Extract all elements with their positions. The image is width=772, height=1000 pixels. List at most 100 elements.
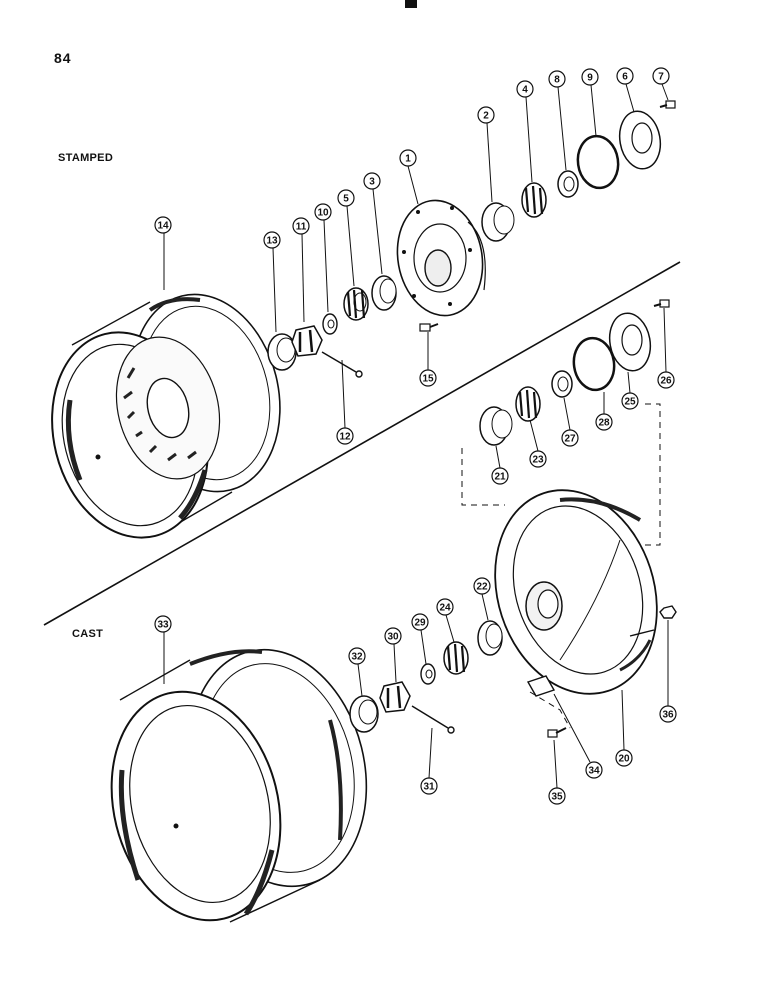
callout-2: 2 bbox=[477, 106, 495, 124]
stamped-bearing-cone-5 bbox=[343, 287, 369, 321]
callout-29: 29 bbox=[411, 613, 429, 631]
stamped-cotter-pin-12 bbox=[321, 351, 363, 378]
callout-circle bbox=[420, 777, 438, 795]
callout-24: 24 bbox=[436, 598, 454, 616]
callout-8: 8 bbox=[548, 70, 566, 88]
callout-number: 15 bbox=[422, 374, 434, 385]
cast-bolt-26 bbox=[653, 299, 670, 308]
callout-circle bbox=[529, 450, 547, 468]
callout-number: 4 bbox=[522, 85, 528, 96]
callout-21: 21 bbox=[491, 467, 509, 485]
callout-10: 10 bbox=[314, 203, 332, 221]
callout-circle bbox=[561, 429, 579, 447]
callout-number: 1 bbox=[405, 154, 411, 165]
callout-number: 13 bbox=[266, 236, 278, 247]
callout-3: 3 bbox=[363, 172, 381, 190]
callout-circle bbox=[548, 70, 566, 88]
cast-o-ring-28 bbox=[572, 336, 616, 392]
callout-circle bbox=[615, 749, 633, 767]
callout-circle bbox=[436, 598, 454, 616]
callout-number: 6 bbox=[622, 72, 628, 83]
callout-circle bbox=[154, 615, 172, 633]
callout-number: 3 bbox=[369, 177, 375, 188]
callout-circle bbox=[652, 67, 670, 85]
stamped-hub-1 bbox=[396, 199, 486, 317]
cast-rim bbox=[110, 648, 368, 923]
cast-seal-27 bbox=[551, 370, 573, 398]
callout-25: 25 bbox=[621, 392, 639, 410]
callout-number: 27 bbox=[564, 434, 576, 445]
callout-number: 26 bbox=[660, 376, 672, 387]
callout-circle bbox=[621, 392, 639, 410]
callout-number: 28 bbox=[598, 418, 610, 429]
callout-circle bbox=[616, 67, 634, 85]
callout-36: 36 bbox=[659, 705, 677, 723]
section-divider-line bbox=[43, 261, 681, 626]
callout-circle bbox=[411, 613, 429, 631]
callout-circle bbox=[336, 427, 354, 445]
callout-13: 13 bbox=[263, 231, 281, 249]
callout-number: 35 bbox=[551, 792, 563, 803]
callout-circle bbox=[419, 369, 437, 387]
callout-circle bbox=[384, 627, 402, 645]
callout-number: 5 bbox=[343, 194, 349, 205]
stamped-seal-8 bbox=[557, 170, 579, 198]
stamped-bolt-7 bbox=[659, 100, 676, 109]
callout-7: 7 bbox=[652, 67, 670, 85]
callout-circle bbox=[595, 413, 613, 431]
callout-35: 35 bbox=[548, 787, 566, 805]
callout-number: 21 bbox=[494, 472, 506, 483]
callout-circle bbox=[585, 761, 603, 779]
stamped-bearing-cup-2 bbox=[481, 202, 515, 242]
callout-circle bbox=[548, 787, 566, 805]
callout-number: 7 bbox=[658, 72, 664, 83]
callout-32: 32 bbox=[348, 647, 366, 665]
callout-34: 34 bbox=[585, 761, 603, 779]
cast-bearing-cone-24 bbox=[443, 641, 469, 675]
callout-number: 33 bbox=[157, 620, 169, 631]
callout-number: 25 bbox=[624, 397, 636, 408]
callout-number: 8 bbox=[554, 75, 560, 86]
callout-number: 12 bbox=[339, 432, 351, 443]
callout-circle bbox=[399, 149, 417, 167]
stamped-bearing-cone-4 bbox=[521, 182, 547, 218]
callout-30: 30 bbox=[384, 627, 402, 645]
stamped-o-ring-9 bbox=[576, 134, 620, 190]
callout-number: 23 bbox=[532, 455, 544, 466]
callout-circle bbox=[314, 203, 332, 221]
cast-cotter-pin-31 bbox=[411, 705, 455, 734]
section-label-cast: CAST bbox=[72, 628, 104, 640]
stamped-cap-6 bbox=[618, 110, 662, 170]
callout-9: 9 bbox=[581, 68, 599, 86]
callout-circle bbox=[348, 647, 366, 665]
stamped-nut-11 bbox=[291, 325, 323, 357]
cast-clamp-34 bbox=[526, 675, 556, 697]
callout-6: 6 bbox=[616, 67, 634, 85]
callout-5: 5 bbox=[337, 189, 355, 207]
cast-nut-36 bbox=[659, 605, 677, 619]
callout-12: 12 bbox=[336, 427, 354, 445]
callout-circle bbox=[477, 106, 495, 124]
callout-26: 26 bbox=[657, 371, 675, 389]
dashed-group-bracket bbox=[461, 403, 661, 729]
callout-23: 23 bbox=[529, 450, 547, 468]
cast-washer-29 bbox=[420, 663, 436, 685]
stamped-bolt-15 bbox=[419, 323, 439, 332]
callout-number: 24 bbox=[439, 603, 451, 614]
cast-bolt-35 bbox=[547, 727, 567, 738]
callout-14: 14 bbox=[154, 216, 172, 234]
callout-20: 20 bbox=[615, 749, 633, 767]
cast-wheel-center-20 bbox=[494, 489, 658, 695]
callout-number: 14 bbox=[157, 221, 169, 232]
callout-number: 31 bbox=[423, 782, 435, 793]
stamped-bearing-cup-3 bbox=[371, 275, 397, 311]
callout-circle bbox=[491, 467, 509, 485]
callout-circle bbox=[581, 68, 599, 86]
callout-number: 20 bbox=[618, 754, 630, 765]
callout-number: 10 bbox=[317, 208, 329, 219]
cast-bearing-cup-21 bbox=[479, 406, 513, 446]
cast-nut-30 bbox=[379, 681, 411, 713]
